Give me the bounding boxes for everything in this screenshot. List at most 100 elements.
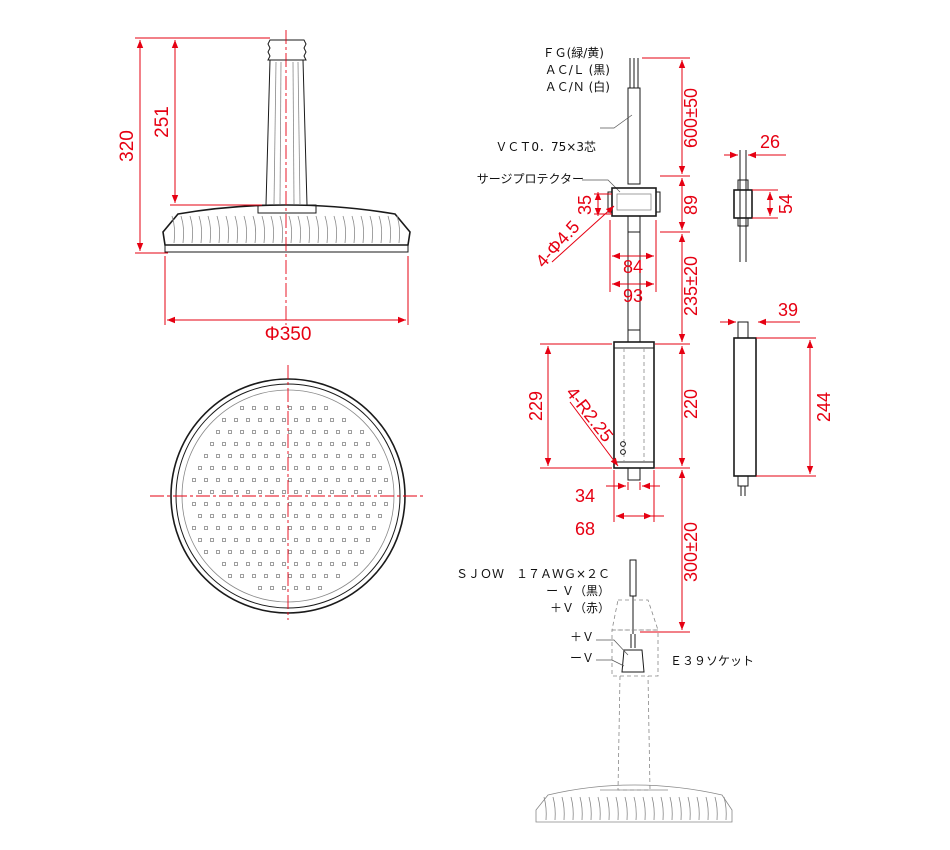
dim-driver-corner: 4-R2.25 <box>562 383 617 446</box>
led-dot <box>306 562 310 566</box>
led-dot <box>264 406 268 410</box>
led-dot <box>252 526 256 530</box>
dim-driver-len: 220 <box>681 389 701 419</box>
led-dot <box>228 430 232 434</box>
led-dot <box>330 466 334 470</box>
led-dot <box>360 526 364 530</box>
fin <box>171 215 176 244</box>
fin <box>615 796 619 821</box>
led-dot <box>348 502 352 506</box>
led-dot <box>282 586 286 590</box>
led-dot <box>252 430 256 434</box>
led-dot <box>312 454 316 458</box>
led-dot <box>360 430 364 434</box>
led-dot <box>198 538 202 542</box>
led-dot <box>372 454 376 458</box>
led-dot <box>264 550 268 554</box>
led-dot <box>288 406 292 410</box>
fin <box>270 215 275 244</box>
led-dot <box>234 442 238 446</box>
led-dot <box>258 442 262 446</box>
led-dot <box>264 478 268 482</box>
fin <box>279 215 284 244</box>
label-vct: ＶＣＴ0．75×3芯 <box>495 140 596 154</box>
fin <box>243 215 248 244</box>
fin <box>342 215 347 244</box>
led-dot <box>252 406 256 410</box>
led-dot <box>234 466 238 470</box>
fin <box>642 796 646 821</box>
led-dot <box>210 538 214 542</box>
led-dot <box>234 490 238 494</box>
led-dot <box>234 562 238 566</box>
led-dot <box>270 514 274 518</box>
led-dot <box>378 490 382 494</box>
led-grid <box>192 406 388 590</box>
led-dot <box>276 502 280 506</box>
fin <box>723 796 727 821</box>
led-dot <box>378 514 382 518</box>
led-dot <box>294 586 298 590</box>
front-dimensions: 320 251 Φ350 <box>117 37 409 345</box>
led-dot <box>276 526 280 530</box>
led-dot <box>348 454 352 458</box>
led-dot <box>342 442 346 446</box>
led-dot <box>246 418 250 422</box>
led-dot <box>342 418 346 422</box>
fin <box>660 796 664 821</box>
led-dot <box>216 430 220 434</box>
led-dot <box>294 418 298 422</box>
side-views <box>733 150 757 496</box>
led-dot <box>306 514 310 518</box>
fin <box>297 215 302 244</box>
led-dot <box>324 406 328 410</box>
led-dot <box>240 430 244 434</box>
fin <box>369 215 374 244</box>
led-dot <box>300 406 304 410</box>
led-dot <box>324 454 328 458</box>
led-dot <box>288 526 292 530</box>
led-dot <box>264 502 268 506</box>
led-dot <box>258 514 262 518</box>
led-dot <box>372 478 376 482</box>
led-dot <box>306 490 310 494</box>
fin <box>306 215 311 244</box>
led-dot <box>198 490 202 494</box>
led-dot <box>348 550 352 554</box>
top-view <box>150 365 425 620</box>
led-dot <box>354 514 358 518</box>
fin <box>207 215 212 244</box>
led-dot <box>228 478 232 482</box>
led-dot <box>306 538 310 542</box>
led-dot <box>330 514 334 518</box>
led-dot <box>312 550 316 554</box>
fin <box>333 215 338 244</box>
led-dot <box>294 490 298 494</box>
led-dot <box>330 418 334 422</box>
led-dot <box>336 550 340 554</box>
led-dot <box>222 514 226 518</box>
led-dot <box>204 502 208 506</box>
led-dot <box>342 466 346 470</box>
led-dot <box>264 454 268 458</box>
dim-driver-side-w: 39 <box>778 300 798 320</box>
led-dot <box>354 562 358 566</box>
led-dot <box>336 478 340 482</box>
heatsink-fins-lower <box>543 796 727 821</box>
fin <box>561 796 565 821</box>
fin <box>579 796 583 821</box>
dim-protector-len: 89 <box>681 195 701 215</box>
fin <box>396 215 401 244</box>
led-dot <box>234 514 238 518</box>
led-dot <box>210 466 214 470</box>
led-dot <box>330 442 334 446</box>
fin <box>651 796 655 821</box>
led-dot <box>366 514 370 518</box>
led-dot <box>288 430 292 434</box>
led-dot <box>252 550 256 554</box>
led-dot <box>204 526 208 530</box>
led-dot <box>210 490 214 494</box>
led-dot <box>258 538 262 542</box>
dim-side-h: 54 <box>776 194 796 214</box>
